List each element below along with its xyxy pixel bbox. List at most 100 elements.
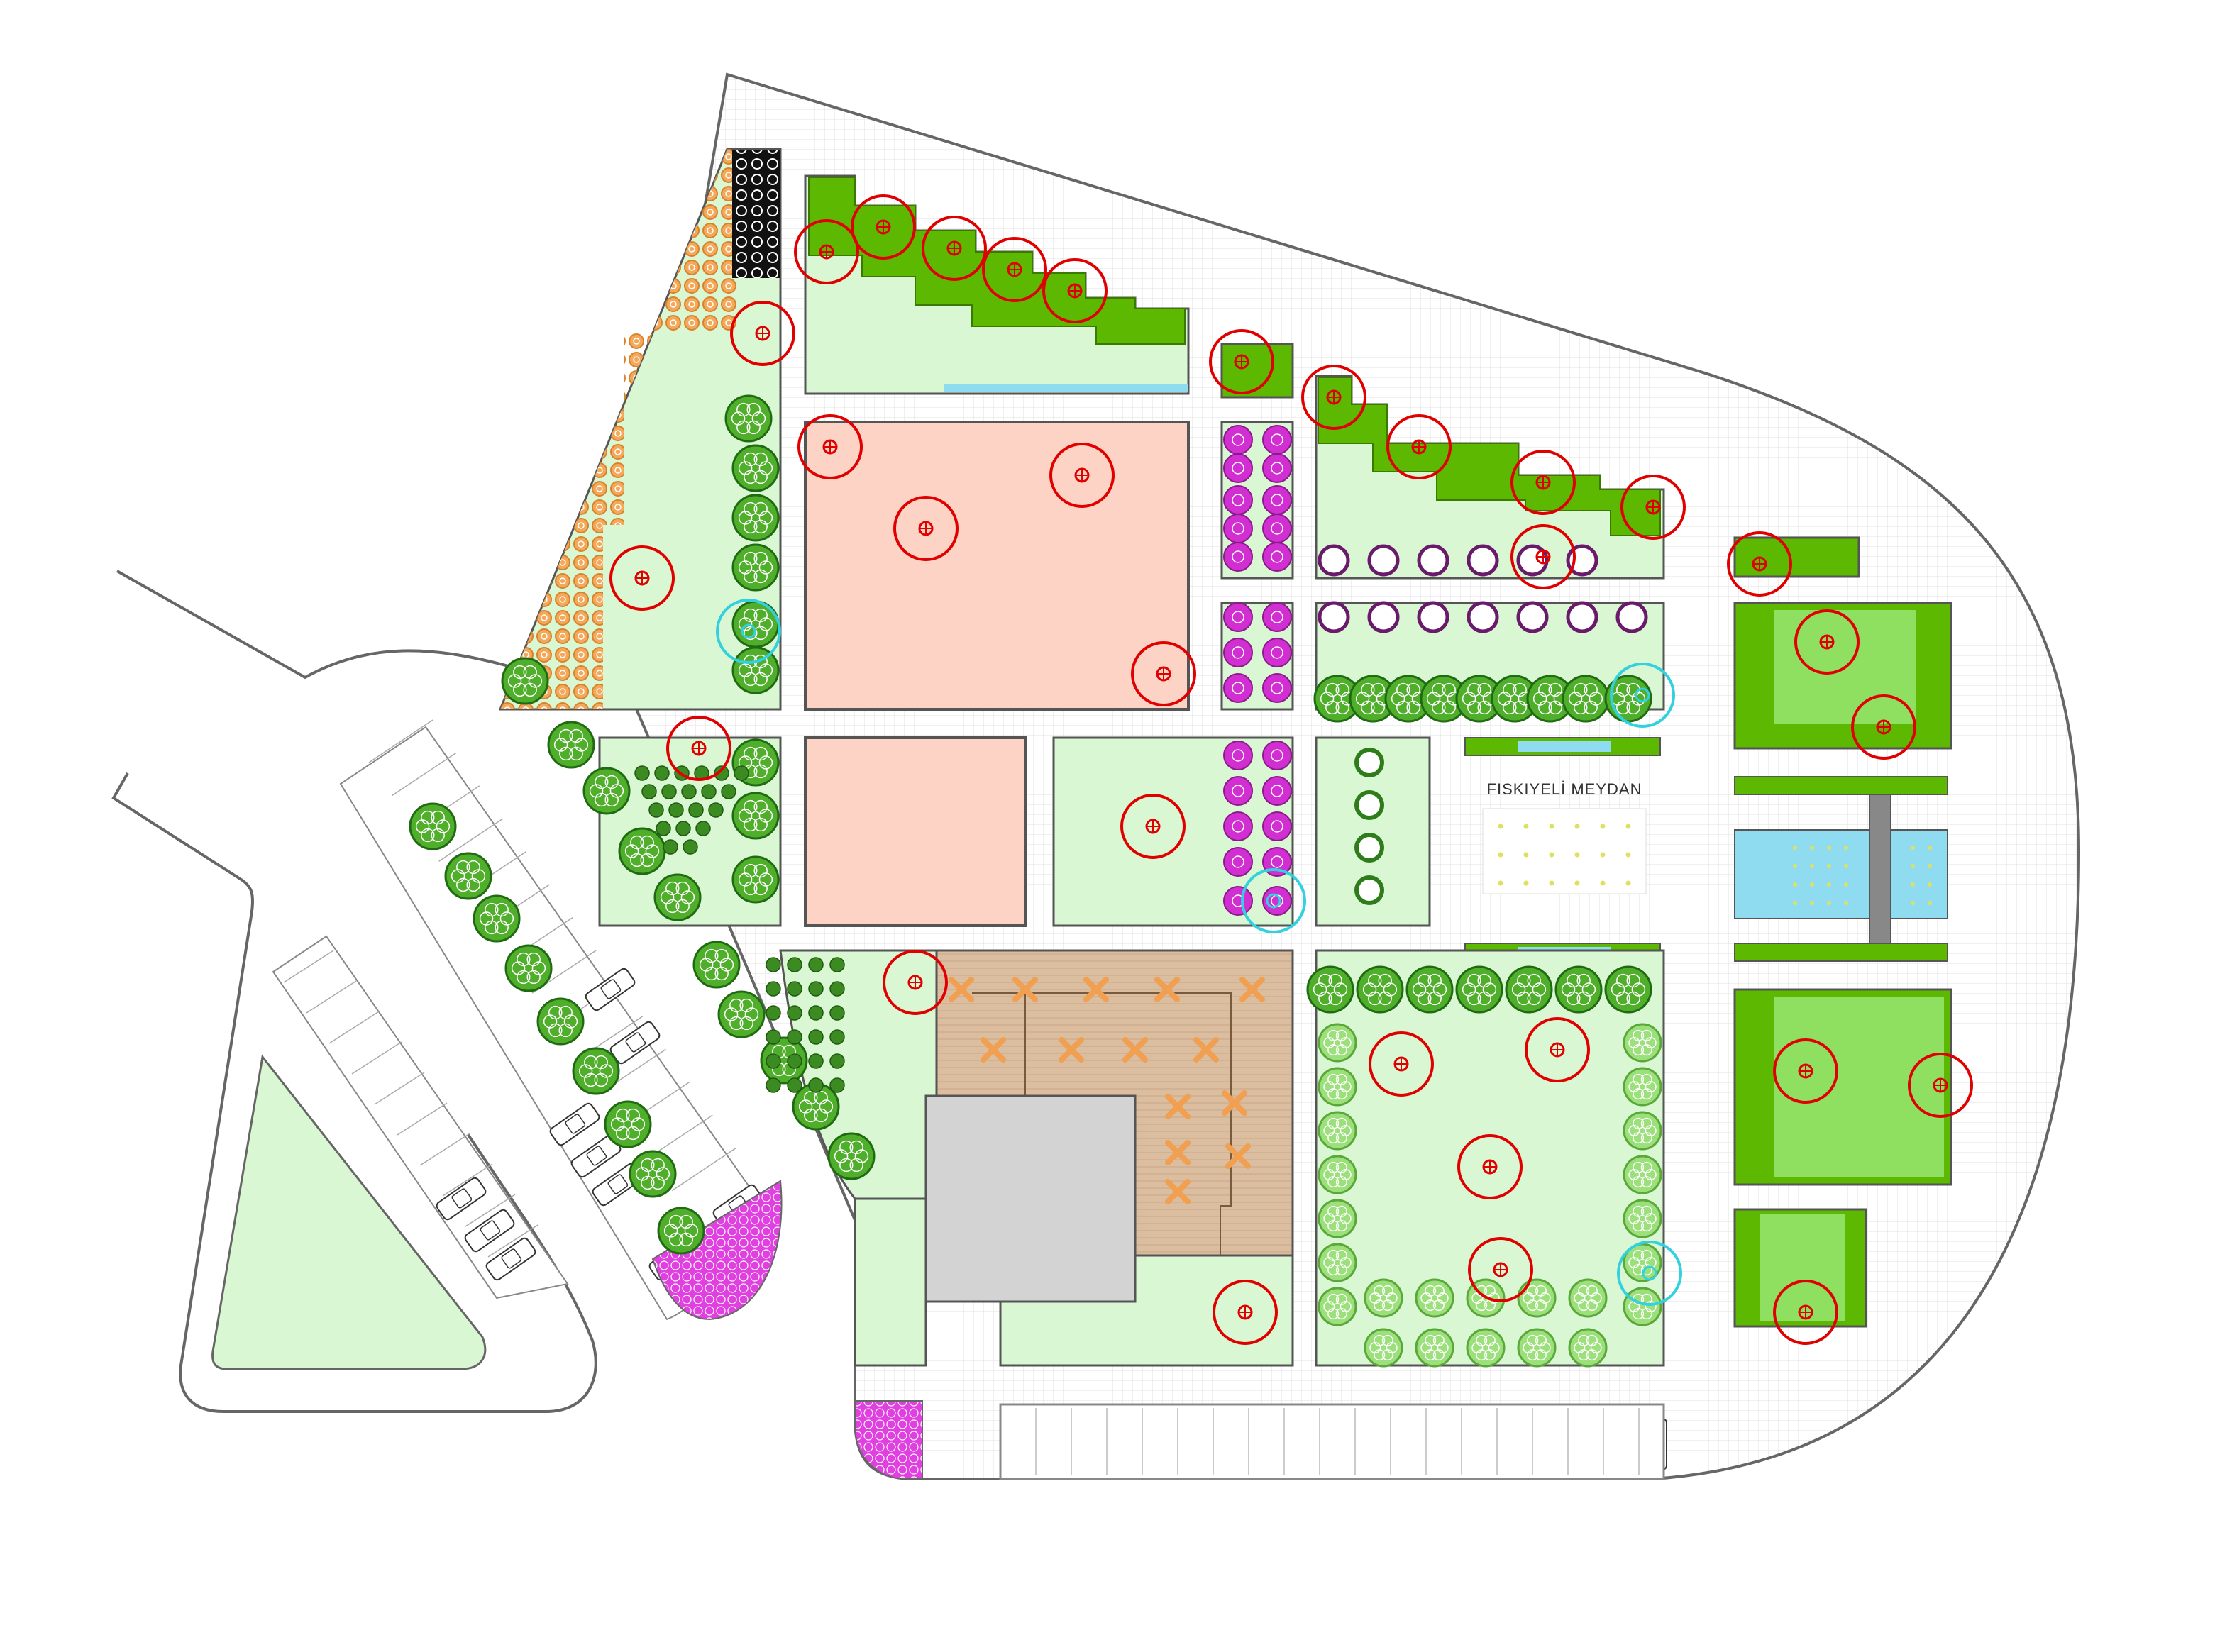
building-pink-small — [804, 736, 1027, 927]
deciduous-tree-icon — [1455, 675, 1503, 723]
fountain-jet-icon — [1574, 880, 1580, 886]
fountain-jet-icon — [1523, 824, 1529, 829]
lamp-marker-icon — [1120, 794, 1186, 859]
deciduous-tree-icon — [724, 394, 773, 443]
gray-building-annex — [854, 1197, 927, 1367]
lamp-marker-icon — [982, 237, 1047, 302]
fountain-jet-icon — [1928, 882, 1932, 887]
deciduous-tree-icon — [473, 894, 521, 943]
east-pool — [1734, 829, 1948, 919]
hedge-bar-e1 — [1734, 776, 1948, 795]
deciduous-tree-icon — [1562, 675, 1610, 723]
orange-shrub-bed — [500, 149, 738, 709]
lamp-marker-icon — [1042, 258, 1108, 323]
shrub-icon — [721, 784, 736, 799]
access-road-upper — [116, 570, 512, 680]
deciduous-tree-icon — [582, 767, 631, 815]
deciduous-tree-icon — [1420, 675, 1468, 723]
shrub-icon — [1223, 485, 1253, 515]
lamp-marker-icon — [1510, 450, 1576, 515]
water-channel-north — [944, 384, 1188, 392]
lamp-marker-icon — [1468, 1237, 1533, 1302]
car-icon — [436, 1177, 487, 1221]
purple-shrub-rows — [1318, 544, 1648, 633]
deciduous-tree-icon — [792, 1082, 840, 1131]
stepped-hedge-ne — [1318, 377, 1661, 536]
shrub-icon — [1615, 601, 1648, 633]
lamp-marker-icon — [883, 950, 948, 1015]
deciduous-tree-icon — [653, 873, 702, 921]
fountain-marker-icon — [716, 599, 781, 664]
shrub-icon — [734, 765, 749, 781]
shrub-icon — [766, 1053, 781, 1069]
deciduous-tree-icon — [1318, 1111, 1357, 1151]
lamp-marker-icon — [1386, 414, 1452, 479]
fountain-jet-icon — [1625, 824, 1631, 829]
shrub-icon — [1223, 847, 1253, 877]
deciduous-tree-icon — [731, 444, 780, 492]
fountain-jet-icon — [1827, 846, 1831, 850]
shrub-icon — [808, 1029, 824, 1045]
shrub-icon — [829, 1053, 845, 1069]
deciduous-tree-icon — [1623, 1023, 1662, 1063]
lounger-icon — [949, 977, 974, 1002]
lounger-icon — [1154, 977, 1180, 1002]
lamp-marker-icon — [1510, 524, 1576, 589]
fountain-jet-icon — [1549, 852, 1554, 858]
fountain-marker-icon — [1617, 1241, 1682, 1306]
shrub-icon — [714, 765, 729, 781]
fountain-jet-icon — [1498, 824, 1503, 829]
fountain-jet-icon — [1928, 846, 1932, 850]
deciduous-tree-icon — [731, 792, 780, 840]
deciduous-tree-icon — [1405, 965, 1454, 1014]
deciduous-tree-icon — [1364, 1328, 1403, 1368]
lounger-icon — [1165, 1094, 1191, 1119]
fountain-jet-icon — [1793, 901, 1797, 905]
lamp-marker-icon — [794, 219, 859, 284]
deciduous-tree-icon — [731, 543, 780, 592]
deciduous-tree-icon — [1415, 1328, 1454, 1368]
lamp-markers — [609, 194, 1973, 1345]
lamp-marker-icon — [1131, 641, 1196, 706]
small-shrub-clusters — [634, 748, 1384, 1093]
shrub-icon — [808, 1005, 824, 1021]
lounger-icon — [1165, 1179, 1191, 1204]
shrub-icon — [1223, 776, 1253, 806]
deciduous-tree-icon — [572, 1047, 620, 1095]
deciduous-tree-icon — [1517, 1278, 1557, 1318]
deciduous-tree-icon — [657, 1207, 705, 1255]
lamp-marker-icon — [893, 496, 959, 561]
lounger-icon — [981, 1037, 1006, 1063]
shrub-icon — [1516, 544, 1549, 577]
deciduous-tree-icon — [1415, 1278, 1454, 1318]
deciduous-tree-icon — [1349, 675, 1397, 723]
shrub-icon — [829, 981, 845, 997]
shrub-icon — [1467, 601, 1499, 633]
lamp-marker-icon — [1525, 1017, 1590, 1082]
deciduous-tree-icon — [1554, 965, 1603, 1014]
shrub-icon — [634, 765, 650, 781]
shrub-icon — [1354, 748, 1384, 777]
fountain-jet-icon — [1574, 852, 1580, 858]
lounger-icon — [1122, 1037, 1148, 1063]
shrub-icon — [1262, 602, 1292, 632]
shrub-icon — [708, 802, 724, 818]
shrub-icon — [766, 1005, 781, 1021]
fountain-jet-icon — [1793, 864, 1797, 868]
deciduous-tree-icon — [1466, 1328, 1506, 1368]
shrub-icon — [829, 1005, 845, 1021]
fountain-jet-icon — [1498, 852, 1503, 858]
deciduous-tree-icon — [618, 827, 666, 875]
hedge-bar-e2 — [1734, 943, 1948, 962]
fountain-jet-icon — [1827, 864, 1831, 868]
fountain-jet-icon — [1827, 882, 1831, 887]
shrub-icon — [681, 784, 697, 799]
fountain-jet-icon — [1625, 880, 1631, 886]
shrub-icon — [766, 1029, 781, 1045]
fountain-marker-icon — [1241, 868, 1306, 933]
deciduous-tree-icon — [604, 1100, 652, 1148]
deciduous-tree-icon — [1604, 965, 1652, 1014]
lamp-marker-icon — [1213, 1280, 1278, 1345]
deciduous-tree-icon — [501, 657, 549, 705]
